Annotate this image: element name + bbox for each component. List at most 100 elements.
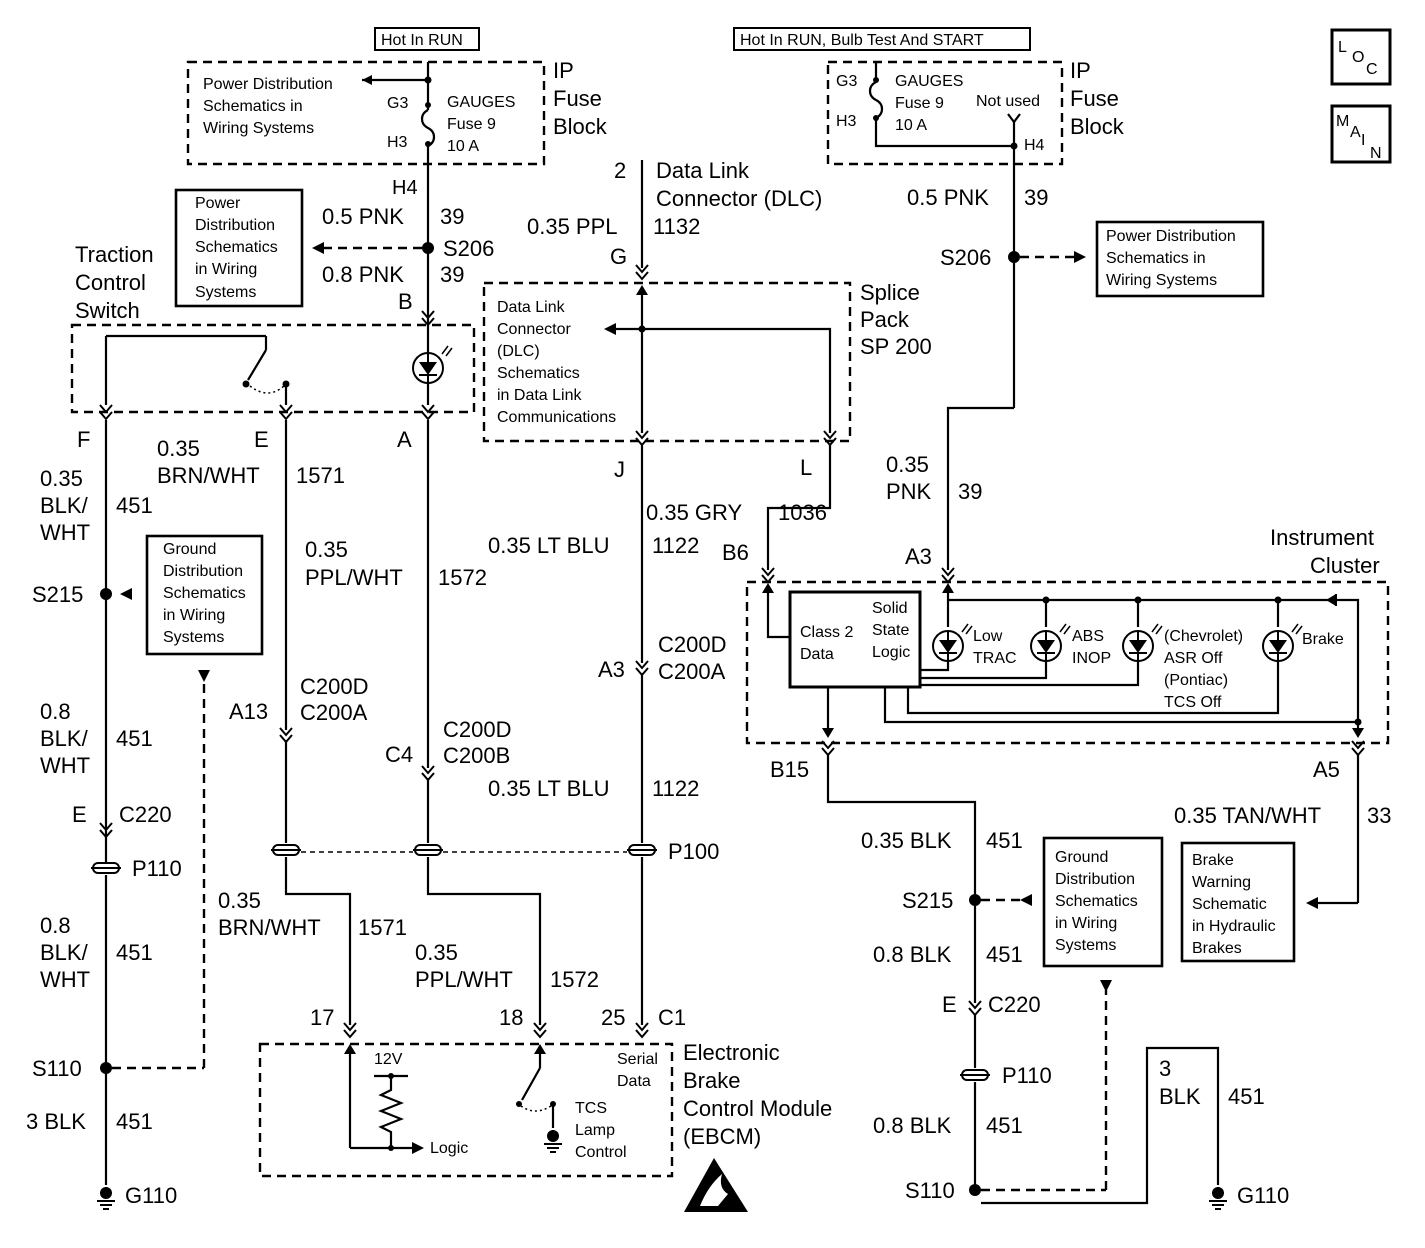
svg-text:E: E — [72, 802, 87, 827]
svg-text:Schematics: Schematics — [163, 585, 246, 602]
svg-text:C200A: C200A — [300, 700, 368, 725]
svg-text:IP: IP — [553, 58, 574, 83]
wire-1571-lower-label: 0.35 BRN/WHT 1571 — [218, 888, 407, 940]
svg-text:C200D: C200D — [300, 674, 368, 699]
left-wire-3blk: 3 BLK — [26, 1109, 86, 1134]
svg-text:Schematics: Schematics — [1055, 893, 1138, 910]
cluster-pin-b6: B6 — [722, 540, 749, 565]
svg-text:Data: Data — [800, 646, 834, 663]
brake-lamp-icon — [1262, 623, 1303, 662]
svg-text:Communications: Communications — [497, 409, 616, 426]
wire-1572-label: 0.35 PPL/WHT 1572 — [305, 537, 487, 590]
svg-text:Brakes: Brakes — [1192, 940, 1242, 957]
ebcm-pin-17: 17 — [310, 1005, 334, 1030]
svg-text:(EBCM): (EBCM) — [683, 1124, 761, 1149]
svg-text:39: 39 — [958, 479, 982, 504]
svg-text:BLK/: BLK/ — [40, 726, 89, 751]
right-power-ref: Power Distribution Schematics in Wiring … — [1106, 228, 1236, 289]
svg-text:ABS: ABS — [1072, 628, 1104, 645]
svg-text:Distribution: Distribution — [163, 563, 243, 580]
svg-text:BLK/: BLK/ — [40, 493, 89, 518]
svg-text:Cluster: Cluster — [1310, 553, 1380, 578]
svg-text:Data: Data — [617, 1073, 651, 1090]
svg-text:3: 3 — [1159, 1056, 1171, 1081]
svg-text:BRN/WHT: BRN/WHT — [218, 915, 321, 940]
svg-text:Fuse 9: Fuse 9 — [447, 116, 496, 133]
svg-text:451: 451 — [116, 1109, 153, 1134]
svg-text:451: 451 — [116, 940, 153, 965]
svg-text:Traction: Traction — [75, 242, 154, 267]
svg-text:0.35: 0.35 — [218, 888, 261, 913]
svg-text:Lamp: Lamp — [575, 1122, 615, 1139]
svg-text:A: A — [1350, 124, 1361, 141]
svg-text:(Chevrolet): (Chevrolet) — [1164, 628, 1243, 645]
wire-1122-label: 0.35 LT BLU — [488, 533, 609, 558]
dlc-pin-2: 2 — [614, 158, 626, 183]
svg-text:P110: P110 — [132, 856, 182, 881]
splice-s215-right — [969, 894, 981, 906]
low-trac-lamp-icon — [932, 623, 973, 662]
svg-text:Control: Control — [75, 270, 146, 295]
ebcm-pin-25: 25 — [601, 1005, 625, 1030]
right-fuse-pin-g3: G3 — [836, 73, 857, 90]
svg-text:in Wiring: in Wiring — [163, 607, 225, 624]
splice-pin-j: J — [614, 457, 625, 482]
svg-text:in Wiring: in Wiring — [195, 261, 257, 278]
svg-text:1036: 1036 — [778, 500, 827, 525]
cluster-pin-a5: A5 — [1313, 757, 1340, 782]
left-fuse-label: GAUGES Fuse 9 10 A — [447, 94, 515, 155]
solid-state-logic-label: Solid State Logic — [872, 600, 910, 661]
svg-text:451: 451 — [116, 493, 153, 518]
right-fuse-block-title: IP Fuse Block — [1070, 58, 1125, 139]
right-fuse-not-used: Not used — [976, 93, 1040, 110]
dlc-title: Data Link — [656, 158, 750, 183]
svg-text:Ground: Ground — [1055, 849, 1108, 866]
switch-pin-a: A — [397, 427, 412, 452]
inline-p100: P100 — [668, 839, 719, 864]
svg-text:Fuse: Fuse — [1070, 86, 1119, 111]
svg-text:Power Distribution: Power Distribution — [1106, 228, 1236, 245]
svg-text:451: 451 — [986, 828, 1023, 853]
svg-text:PPL/WHT: PPL/WHT — [415, 967, 513, 992]
svg-text:0.8: 0.8 — [40, 913, 71, 938]
right-ground-ref: Ground Distribution Schematics in Wiring… — [1055, 849, 1138, 954]
loc-icon[interactable]: LOC — [1330, 28, 1392, 86]
svg-text:Brake: Brake — [683, 1068, 740, 1093]
svg-text:0.35: 0.35 — [305, 537, 348, 562]
svg-text:S110: S110 — [905, 1178, 955, 1203]
svg-text:C220: C220 — [988, 992, 1041, 1017]
left-wire-451-08b-label: 0.8 BLK/ WHT 451 — [40, 913, 153, 992]
svg-text:INOP: INOP — [1072, 650, 1111, 667]
svg-text:Block: Block — [553, 114, 608, 139]
svg-text:C: C — [1366, 61, 1378, 78]
svg-text:33: 33 — [1367, 803, 1391, 828]
svg-text:WHT: WHT — [40, 520, 90, 545]
abs-inop-label: ABS INOP — [1072, 628, 1111, 667]
svg-text:1122: 1122 — [652, 533, 699, 558]
svg-text:G: G — [610, 244, 627, 269]
svg-text:1571: 1571 — [296, 463, 345, 488]
svg-text:SP 200: SP 200 — [860, 334, 932, 359]
dlc-ref: Data Link Connector (DLC) Schematics in … — [497, 299, 616, 426]
splice-s110-left — [100, 1062, 112, 1074]
svg-text:Systems: Systems — [195, 284, 256, 301]
svg-text:BRN/WHT: BRN/WHT — [157, 463, 260, 488]
asr-tcs-off-lamp-icon — [1122, 623, 1163, 662]
svg-text:Systems: Systems — [163, 629, 224, 646]
svg-text:TCS Off: TCS Off — [1164, 694, 1222, 711]
ebcm-connector-c1: C1 — [658, 1005, 686, 1030]
left-wire-08pnk: 0.8 PNK — [322, 262, 404, 287]
svg-text:451: 451 — [116, 726, 153, 751]
left-wire-451-08-label: 0.8 BLK/ WHT 451 — [40, 699, 153, 778]
ground-g110-right-icon — [1208, 1186, 1228, 1210]
left-wire-451-label: 0.35 BLK/ WHT 451 — [40, 466, 153, 545]
left-ground-ref: Ground Distribution Schematics in Wiring… — [163, 541, 246, 646]
svg-text:S215: S215 — [902, 888, 953, 913]
svg-text:Schematics in: Schematics in — [203, 98, 303, 115]
ebcm-12v-label: 12V — [374, 1051, 403, 1068]
svg-text:Schematics: Schematics — [195, 239, 278, 256]
svg-text:1571: 1571 — [358, 915, 407, 940]
svg-text:10 A: 10 A — [447, 138, 479, 155]
